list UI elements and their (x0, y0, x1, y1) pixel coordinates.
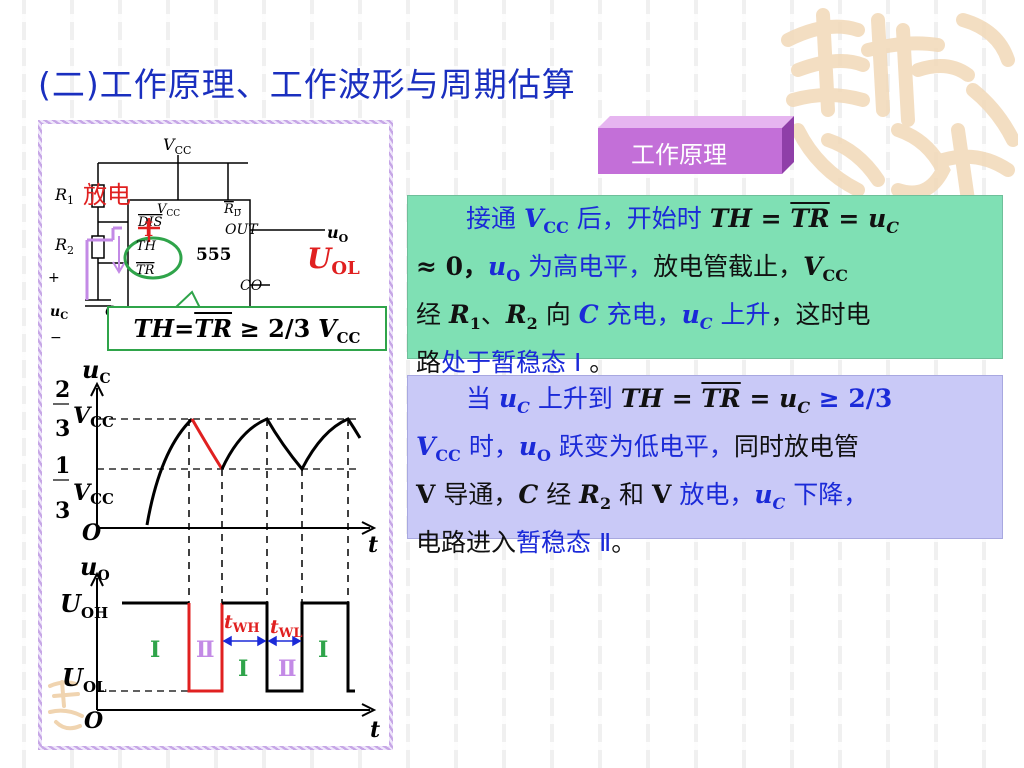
pin-tr-label: TR (136, 263, 155, 278)
r1-label: R1 (54, 185, 74, 207)
vcc-label: VCC (163, 135, 191, 157)
uol-label: UOL (62, 663, 107, 696)
two-thirds-vcc: VCC (73, 403, 114, 431)
threshold-condition-box: TH=TR ≥ 2/3 VCC (107, 306, 387, 351)
uo-axis-label: uO (80, 552, 110, 584)
state1-marker: Ⅰ (144, 217, 153, 241)
uc-reference-lines (97, 418, 360, 470)
state1-label-a: Ⅰ (150, 637, 160, 663)
two-thirds-denominator: 3 (55, 416, 70, 442)
tag-shape (598, 116, 794, 174)
state1-label-b: Ⅰ (238, 656, 248, 682)
one-third-denominator: 3 (55, 498, 70, 524)
one-third-numerator: 1 (55, 453, 70, 479)
discharge-arrow (112, 236, 126, 274)
transistor-mark (138, 218, 160, 242)
circuit-and-waveform-diagram: VCC R1 R2 VCC RD DIS TH TR OUT CO uO uC … (48, 135, 380, 743)
period-arrows (222, 635, 302, 647)
uo-time-label: t (370, 717, 380, 743)
uc-waveform-cycles (220, 417, 362, 472)
uc-axis-label: uC (82, 355, 111, 387)
small-calligraphy-logo (48, 680, 84, 731)
plus-label: + (48, 270, 60, 286)
one-third-vcc: VCC (73, 480, 114, 508)
two-thirds-numerator: 2 (55, 377, 70, 403)
pin-rd-label: RD (223, 202, 241, 219)
state2-label-b: Ⅱ (278, 656, 297, 682)
explanation-box-2: 当 uC 上升到 TH = TR = uC ≥ 2/3 VCC 时，uO 跃变为… (407, 375, 1003, 557)
circuit (85, 155, 325, 311)
uc-axes (90, 381, 377, 535)
minus-label: − (50, 330, 62, 346)
uo-circuit-label: uO (327, 223, 349, 245)
uo-waveform-rest (222, 601, 355, 693)
twl-label: tWL (270, 616, 303, 641)
uc-time-label: t (368, 532, 378, 558)
pin-out-label: OUT (225, 222, 259, 238)
chip-label: 555 (196, 245, 232, 265)
uc-discharge-segment (190, 418, 224, 470)
uo-waveform-low1 (187, 603, 224, 693)
uo-axes (90, 571, 377, 717)
uoh-label: UOH (60, 589, 108, 622)
uol-circuit-label: UOL (307, 242, 360, 279)
twh-label: tWH (224, 611, 260, 636)
explanation-box-1: 接通 VCC 后，开始时 TH = TR = uC ≈ 0，uO 为高电平，放电… (407, 195, 1003, 377)
pin-co-label: CO (240, 278, 263, 294)
discharge-label: 放电 (83, 181, 131, 209)
pin-vcc-label: VCC (157, 202, 180, 219)
working-principle-tag[interactable]: 工作原理 (631, 141, 727, 169)
pin-th-label: TH (136, 239, 157, 254)
calligraphy-logo (781, 8, 1018, 207)
uc-waveform (145, 417, 194, 526)
r2-label: R2 (54, 235, 74, 257)
state2-label-a: Ⅱ (196, 637, 215, 663)
uc-origin: O (82, 520, 101, 546)
page-title: (二)工作原理、工作波形与周期估算 (38, 65, 576, 104)
state1-label-c: Ⅰ (318, 637, 328, 663)
uc-circuit-label: uC (50, 304, 68, 322)
uo-origin: O (84, 708, 103, 734)
discharge-path (85, 226, 122, 300)
pin-dis-label: DIS (137, 215, 163, 230)
threshold-highlight (123, 236, 183, 280)
